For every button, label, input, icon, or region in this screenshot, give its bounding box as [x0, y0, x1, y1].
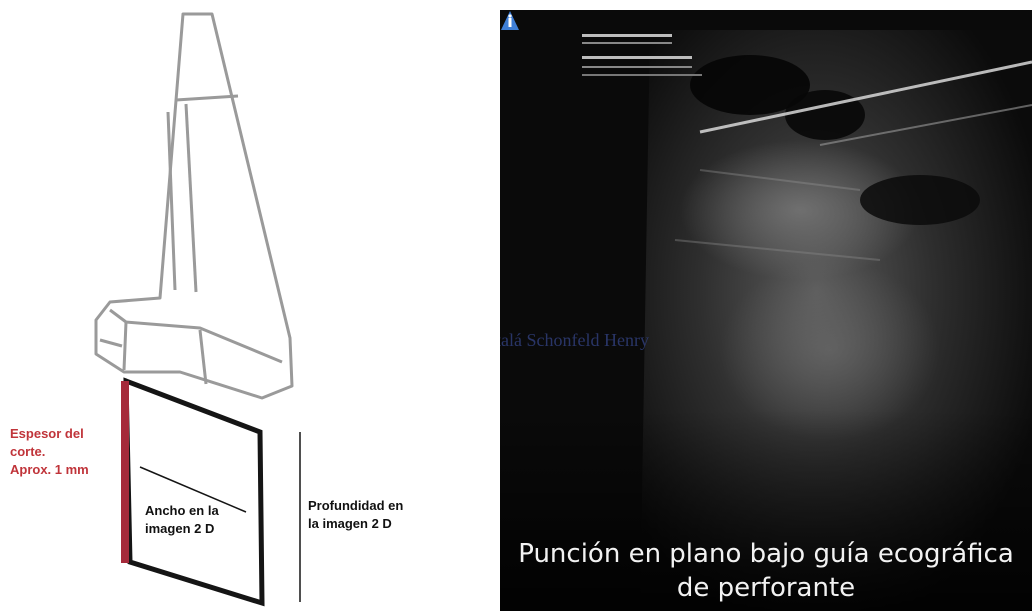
caption-line-1: Punción en plano bajo guía ecográfica — [500, 537, 1032, 571]
watermark-text: talá Schonfeld Henry — [500, 330, 649, 351]
probe-diagram — [0, 0, 500, 611]
probe-outline — [96, 14, 292, 398]
imaging-plane — [126, 381, 262, 603]
image-caption: Punción en plano bajo guía ecográfica de… — [500, 537, 1032, 605]
ultrasound-image: talá Schonfeld Henry Punción en plano ba… — [500, 10, 1032, 611]
slice-thickness-label: Espesor del corte. Aprox. 1 mm — [10, 425, 89, 479]
width-label: Ancho en la imagen 2 D — [145, 502, 219, 538]
probe-diagram-panel: Espesor del corte. Aprox. 1 mm Ancho en … — [0, 0, 500, 611]
orientation-marker-icon — [500, 10, 520, 32]
depth-label: Profundidad en la imagen 2 D — [308, 497, 403, 533]
slice-thickness-edge — [121, 381, 129, 563]
scale-mark — [582, 34, 672, 37]
caption-line-2: de perforante — [500, 571, 1032, 605]
ultrasound-texture — [500, 10, 1032, 611]
ultrasound-panel: talá Schonfeld Henry Punción en plano ba… — [500, 0, 1032, 611]
